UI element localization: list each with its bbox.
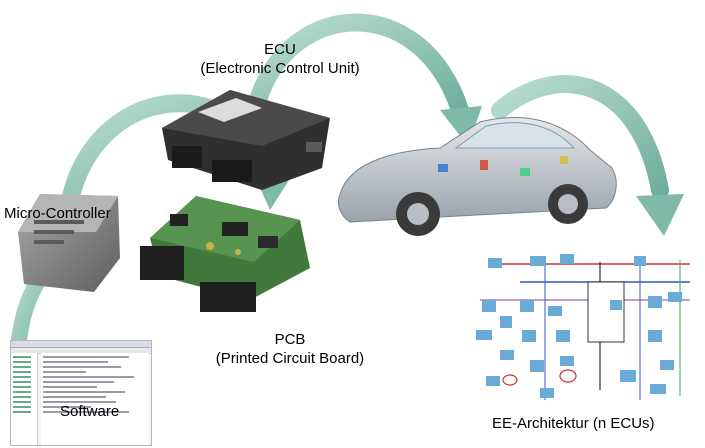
car-image xyxy=(337,117,617,236)
ecu-unit-image xyxy=(162,90,330,190)
pcb-board-image xyxy=(140,196,310,312)
ee-architecture-label: EE-Architektur (n ECUs) xyxy=(492,415,655,432)
project-tree xyxy=(11,353,38,445)
software-label: Software xyxy=(60,403,120,420)
pcb-label-subtitle: (Printed Circuit Board) xyxy=(215,350,365,367)
ecu-label-title: ECU xyxy=(264,41,296,58)
ecu-label-subtitle: (Electronic Control Unit) xyxy=(200,60,360,77)
micro-controller-label: Micro-Controller xyxy=(4,205,111,222)
ecu-label: ECU (Electronic Control Unit) xyxy=(190,40,370,78)
code-editor xyxy=(41,353,149,445)
pcb-label-title: PCB xyxy=(274,331,306,348)
ee-architecture-diagram-image xyxy=(476,254,690,400)
arrow-car-to-ee-architecture xyxy=(491,75,684,236)
pcb-label: PCB (Printed Circuit Board) xyxy=(190,330,390,368)
window-titlebar xyxy=(11,341,151,348)
software-screenshot-image xyxy=(10,340,152,446)
micro-controller-chip-image xyxy=(18,194,120,292)
